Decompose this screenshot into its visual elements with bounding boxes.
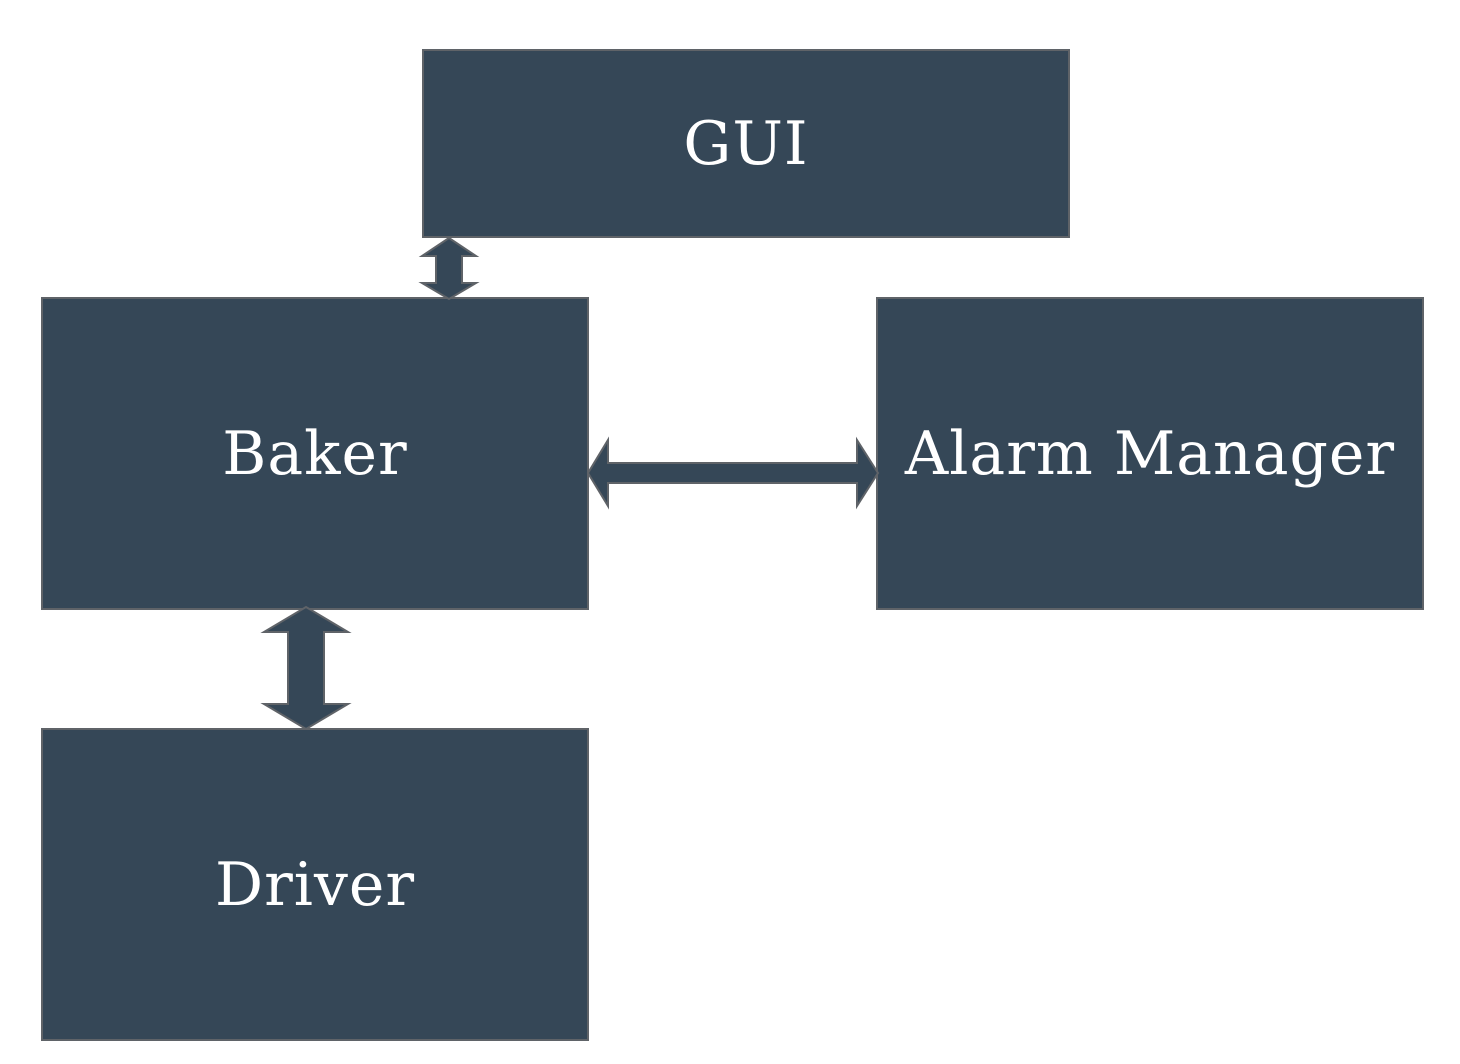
node-alarm-manager: Alarm Manager	[876, 297, 1424, 610]
edge-baker-driver-arrow	[260, 605, 352, 731]
node-gui-label: GUI	[683, 108, 809, 179]
node-driver-label: Driver	[214, 849, 416, 920]
node-gui: GUI	[422, 49, 1070, 238]
edge-gui-baker-arrow	[418, 236, 480, 301]
node-baker-label: Baker	[222, 418, 408, 489]
node-alarm-manager-label: Alarm Manager	[904, 418, 1396, 489]
edge-baker-alarm-manager-arrow	[586, 436, 880, 510]
node-driver: Driver	[41, 728, 589, 1041]
node-baker: Baker	[41, 297, 589, 610]
